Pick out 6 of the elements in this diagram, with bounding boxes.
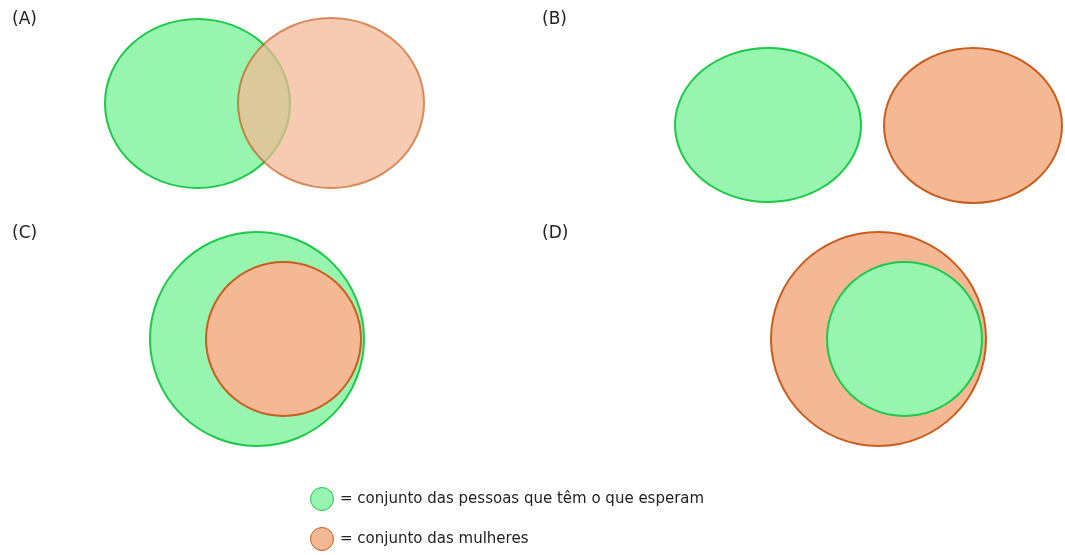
panel-label: (A) [12, 8, 37, 28]
legend-text: = conjunto das pessoas que têm o que esperam [340, 489, 705, 507]
panel-label: (B) [542, 8, 567, 28]
panel-label: (D) [542, 222, 569, 242]
legend-text: = conjunto das mulheres [340, 529, 529, 547]
panel-label: (C) [12, 222, 38, 242]
